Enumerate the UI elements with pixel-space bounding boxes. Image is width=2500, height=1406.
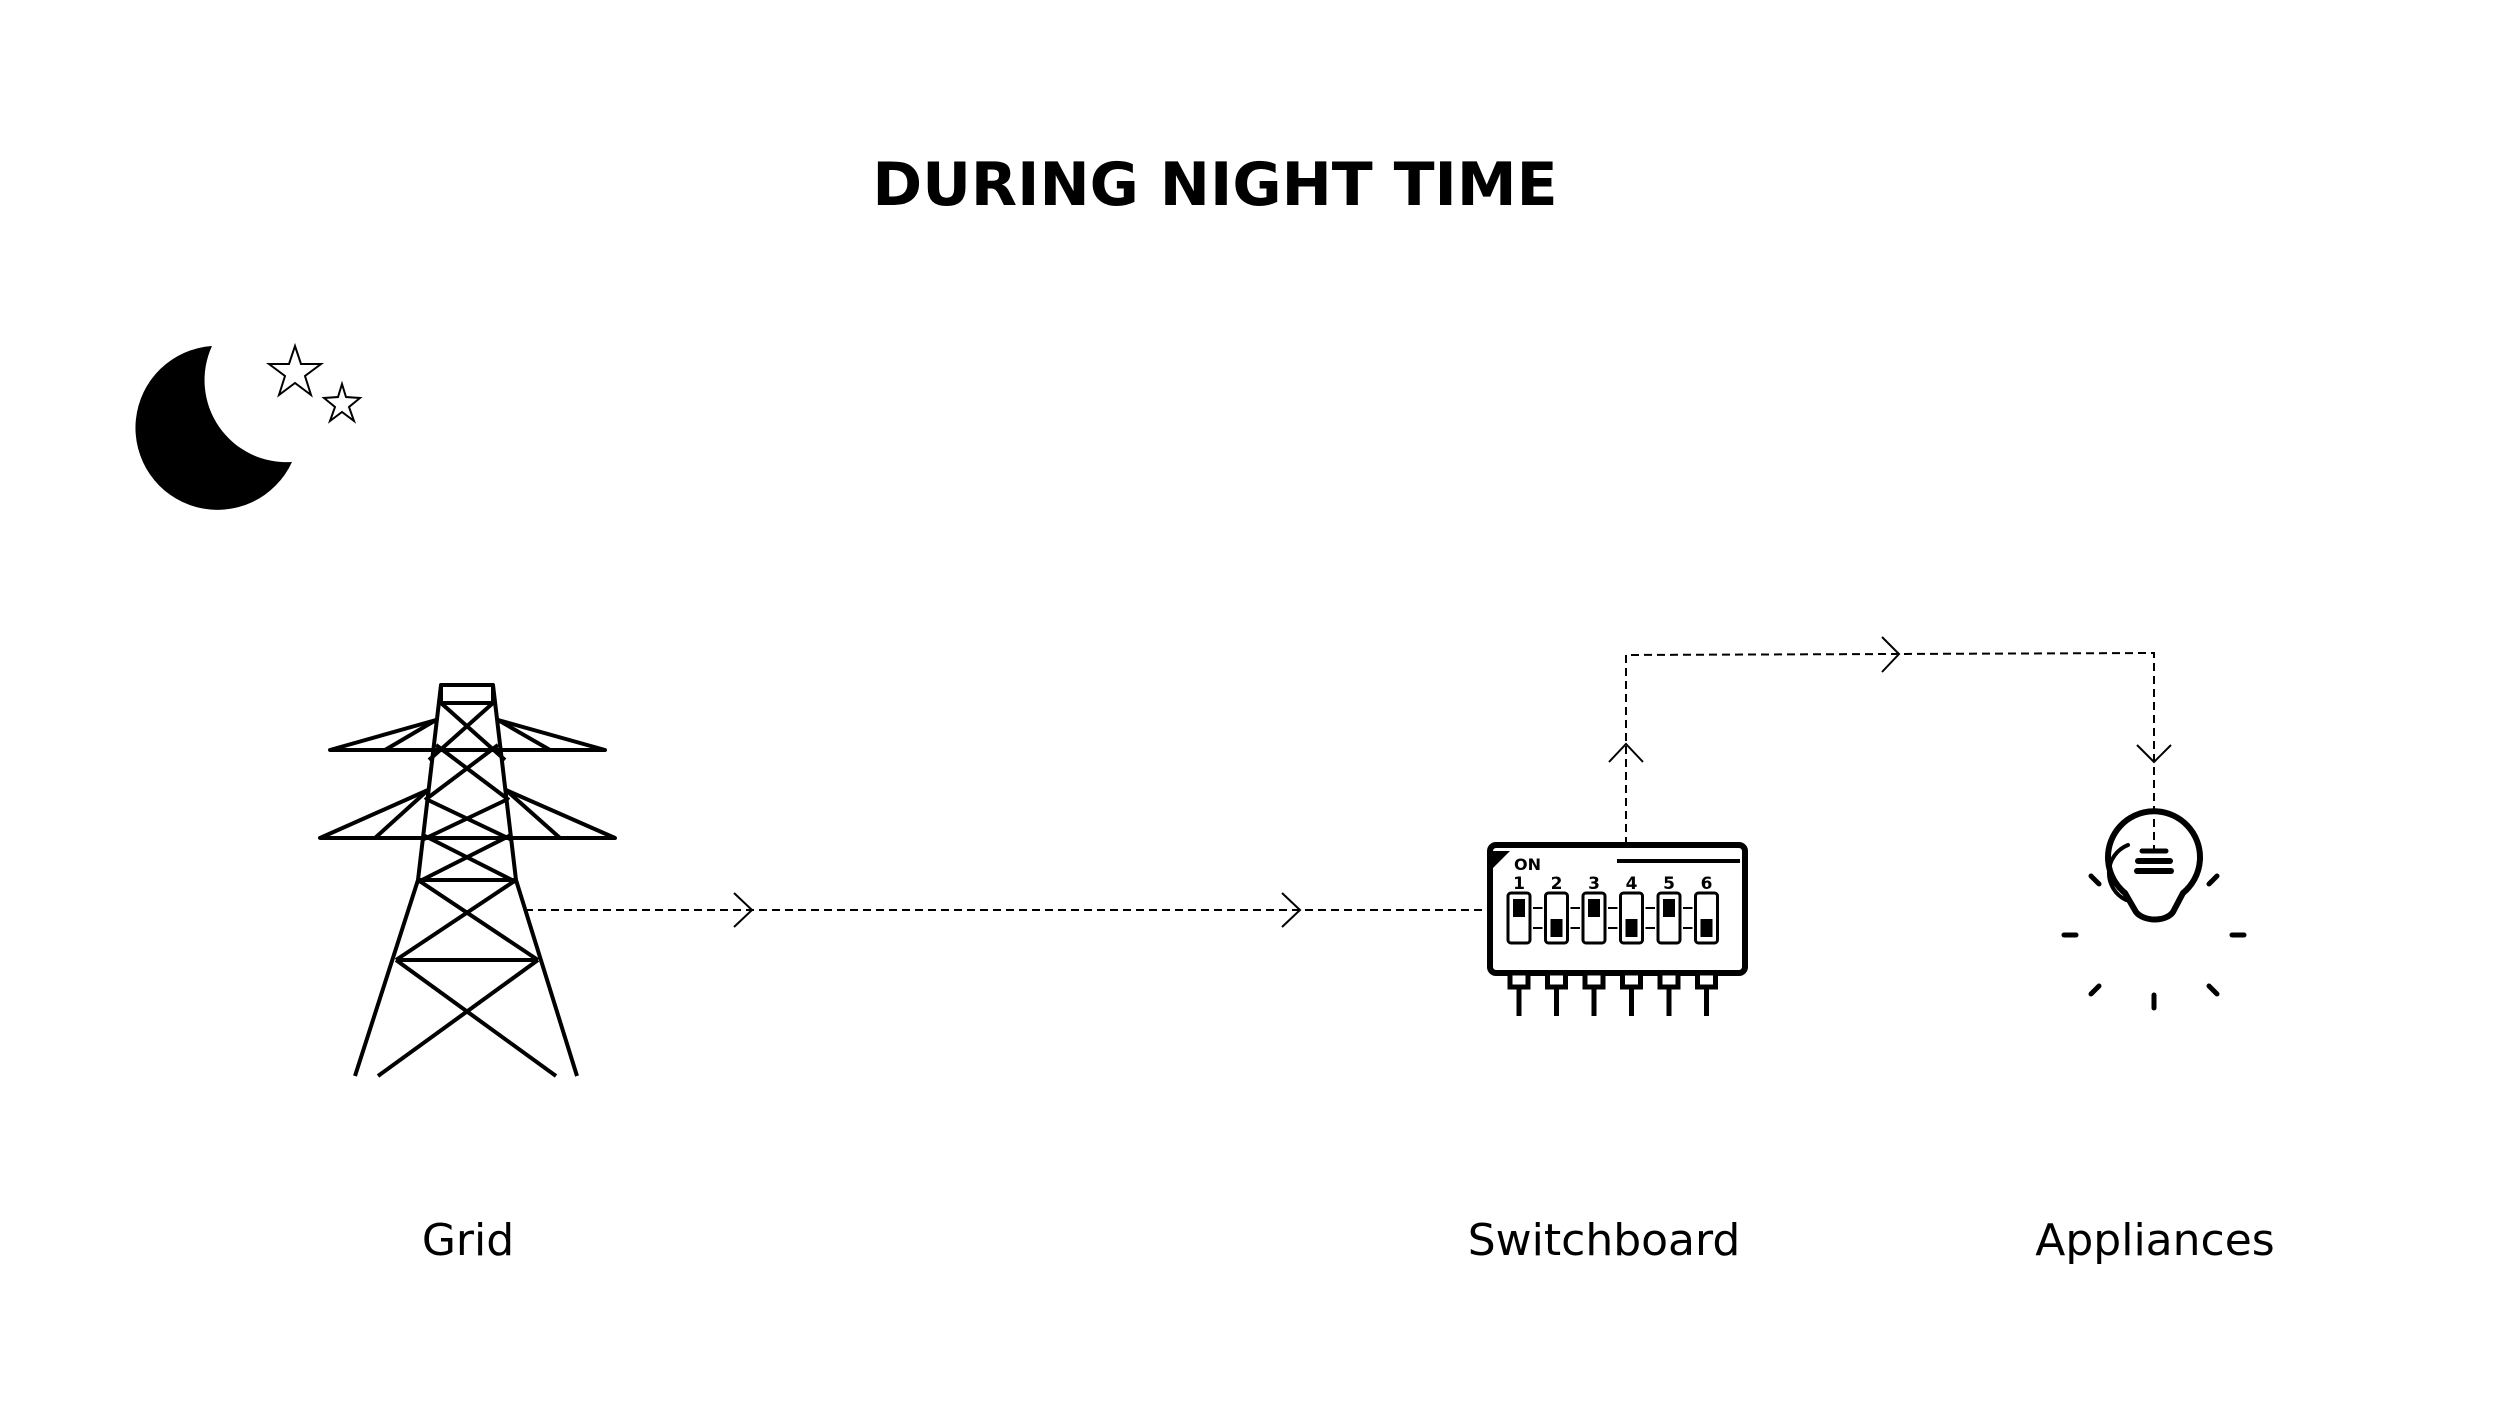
dip-switch-icon: ON 1 2 3 4 5 6	[1487, 842, 1748, 1016]
arrow-down-icon	[2136, 744, 2172, 764]
night-sky-group	[135, 342, 363, 510]
grid-label: Grid	[421, 1215, 515, 1266]
page-title: DURING NIGHT TIME	[872, 150, 1558, 220]
switch-toggle	[1513, 899, 1525, 917]
switch-pin	[1695, 970, 1718, 990]
switch-number-label: 5	[1663, 874, 1675, 894]
switch-toggle	[1700, 919, 1713, 937]
star-icon	[266, 342, 324, 398]
switch-toggle	[1663, 899, 1675, 917]
switch-pin	[1545, 970, 1568, 990]
switch-toggle	[1625, 919, 1638, 937]
switch-number-label: 1	[1513, 874, 1525, 894]
flow-grid-to-switchboard	[525, 892, 1490, 928]
arrow-right-icon	[733, 892, 754, 928]
switch-number-label: 4	[1626, 874, 1638, 894]
flow-switchboard-to-appliances	[1608, 636, 2172, 850]
light-bulb-icon	[2061, 808, 2247, 1011]
arrow-right-icon	[1281, 892, 1302, 928]
moon-icon	[135, 346, 292, 510]
arrow-up-icon	[1608, 742, 1644, 763]
switch-number-label: 3	[1588, 874, 1600, 894]
switch-toggle	[1588, 899, 1600, 917]
appliances-label: Appliances	[2035, 1215, 2275, 1266]
switchboard-label: Switchboard	[1467, 1215, 1741, 1266]
switch-on-label: ON	[1514, 855, 1541, 874]
switch-toggle	[1550, 919, 1563, 937]
switch-pin	[1657, 970, 1681, 990]
switch-number-label: 6	[1701, 874, 1713, 894]
switch-pin	[1620, 970, 1643, 990]
star-icon	[321, 380, 363, 424]
switch-pin	[1582, 970, 1606, 990]
switch-pin	[1507, 970, 1531, 990]
transmission-tower-icon	[318, 683, 617, 1078]
arrow-right-icon	[1881, 636, 1901, 673]
switch-number-label: 2	[1551, 874, 1563, 894]
